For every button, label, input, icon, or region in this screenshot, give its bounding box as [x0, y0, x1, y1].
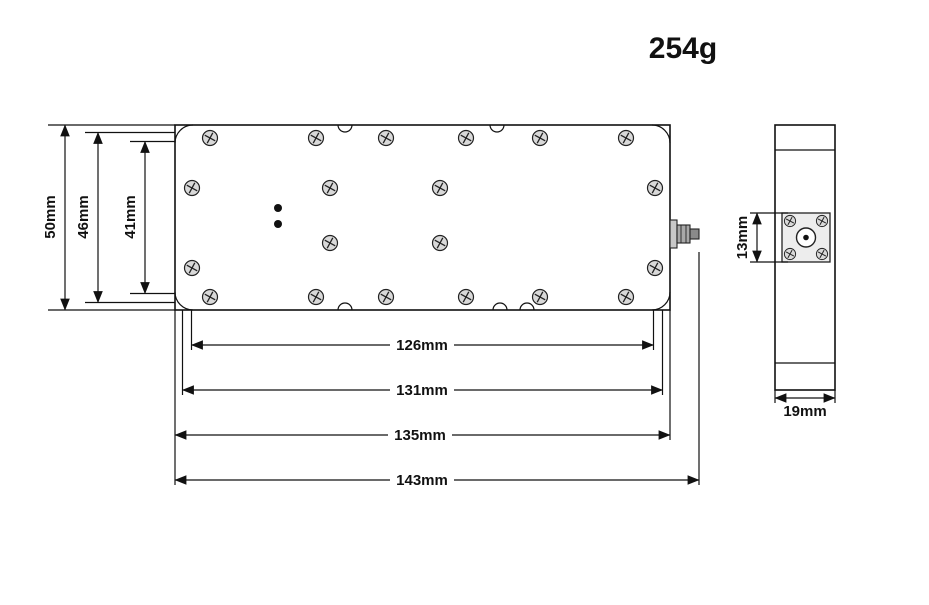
- screw-icon: [431, 179, 449, 197]
- side-view: 13mm 19mm: [734, 124, 836, 420]
- screw-icon: [377, 288, 395, 306]
- bottom-extension-lines: [174, 252, 700, 485]
- screw-icon: [815, 214, 829, 228]
- connector-plate: [781, 212, 831, 263]
- dim-label-19mm: 19mm: [783, 403, 826, 420]
- screw-icon: [646, 259, 664, 277]
- dim-label-131mm: 131mm: [396, 382, 448, 399]
- side-view-outline: [774, 124, 836, 391]
- screw-icon: [201, 288, 219, 306]
- edge-notch: [519, 302, 535, 311]
- dimension-135mm: 135mm: [174, 426, 671, 444]
- corner-fillet: [651, 124, 671, 144]
- screw-icon: [307, 288, 325, 306]
- dim-label-50mm: 50mm: [42, 195, 59, 238]
- dim-label-143mm: 143mm: [396, 472, 448, 489]
- dim-label-41mm: 41mm: [122, 195, 139, 238]
- dimension-19mm: 19mm: [774, 390, 836, 420]
- screw-icon: [457, 129, 475, 147]
- dimension-131mm: 131mm: [181, 381, 664, 399]
- dimension-126mm: 126mm: [190, 336, 655, 354]
- hole-dot: [274, 204, 282, 212]
- screw-icon: [531, 129, 549, 147]
- rf-connector: [669, 219, 700, 249]
- top-view-outline: [174, 124, 671, 311]
- screw-icon: [646, 179, 664, 197]
- dimension-41mm: 41mm: [122, 140, 175, 295]
- corner-fillet: [174, 124, 194, 144]
- screw-icon: [783, 247, 797, 261]
- edge-notch: [337, 124, 353, 133]
- dimension-46mm: 46mm: [75, 131, 175, 304]
- screw-icon: [457, 288, 475, 306]
- dimension-50mm: 50mm: [42, 124, 175, 311]
- screw-icon: [183, 179, 201, 197]
- screw-icon: [531, 288, 549, 306]
- dim-label-46mm: 46mm: [75, 195, 92, 238]
- screw-icon: [617, 129, 635, 147]
- dimension-13mm: 13mm: [734, 212, 788, 263]
- screw-icon: [377, 129, 395, 147]
- dim-label-135mm: 135mm: [394, 427, 446, 444]
- hole-dot: [274, 220, 282, 228]
- screw-icon: [783, 214, 797, 228]
- dim-label-126mm: 126mm: [396, 337, 448, 354]
- top-view: [174, 124, 700, 311]
- screw-icon: [307, 129, 325, 147]
- edge-notch: [492, 302, 508, 311]
- coax-pin-icon: [803, 234, 809, 241]
- weight-label: 254g: [649, 32, 717, 65]
- dim-label-13mm: 13mm: [734, 216, 751, 259]
- edge-notch: [489, 124, 505, 133]
- edge-notch: [337, 302, 353, 311]
- screw-icon: [815, 247, 829, 261]
- screw-icon: [321, 179, 339, 197]
- screw-icon: [431, 234, 449, 252]
- corner-fillet: [651, 291, 671, 311]
- screw-icon: [183, 259, 201, 277]
- dimension-143mm: 143mm: [174, 471, 700, 489]
- screw-icon: [617, 288, 635, 306]
- corner-fillet: [174, 291, 194, 311]
- screw-icon: [321, 234, 339, 252]
- screw-icon: [201, 129, 219, 147]
